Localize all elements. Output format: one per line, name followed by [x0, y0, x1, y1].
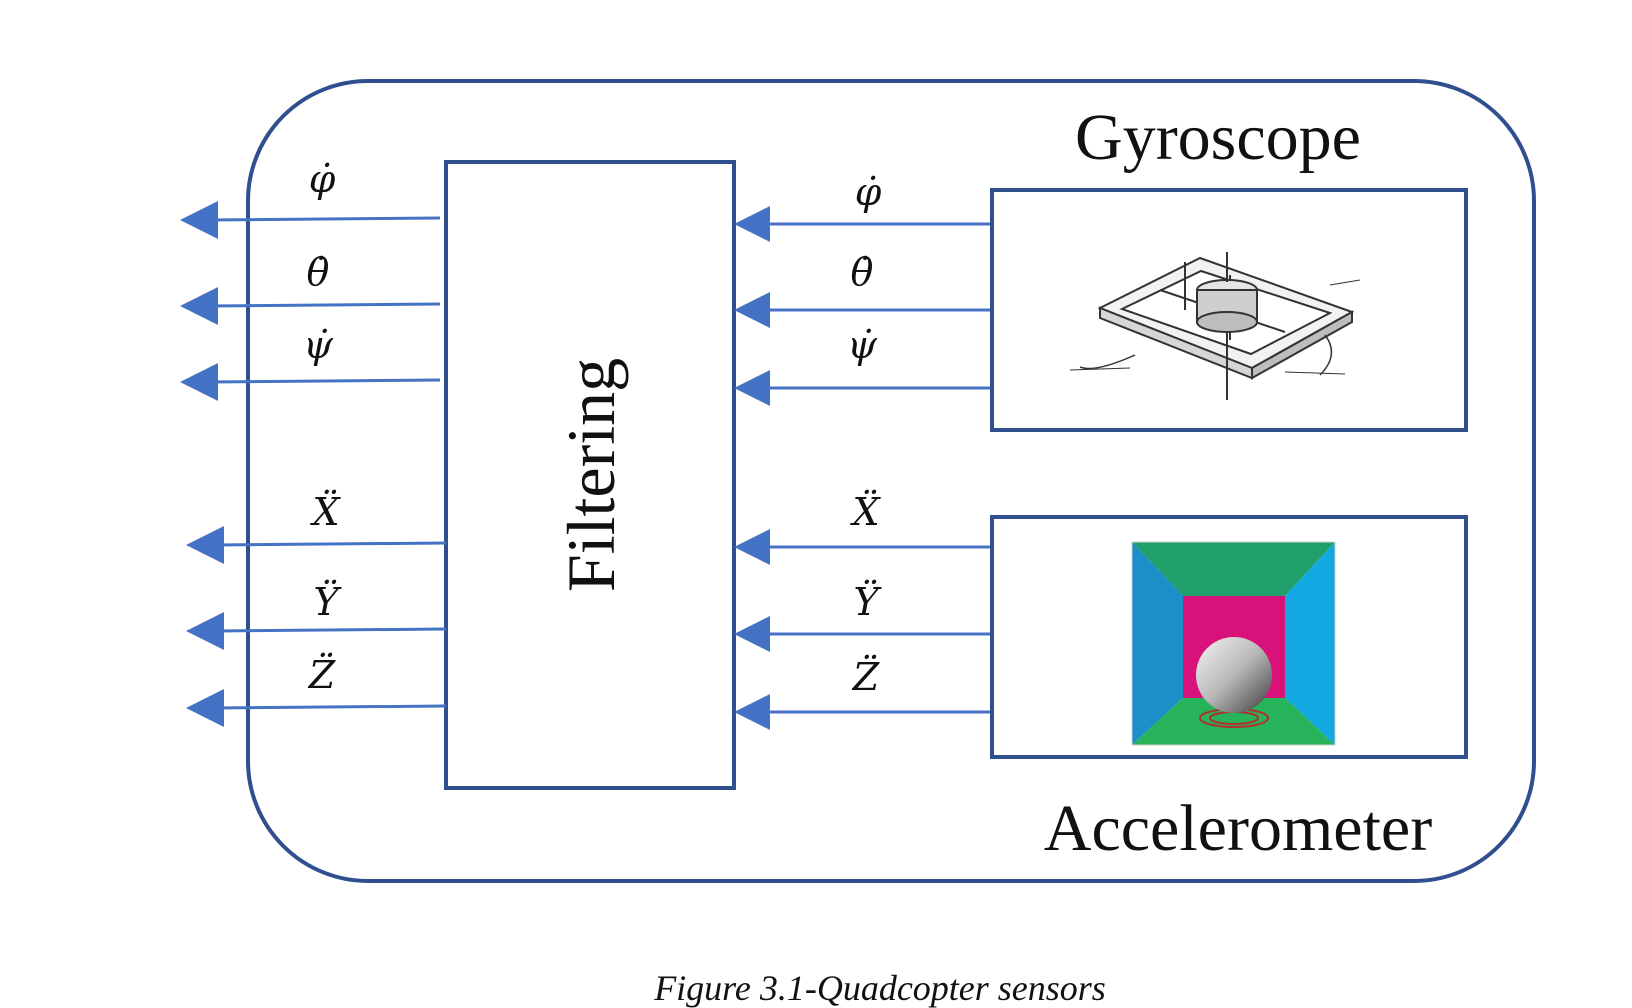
- input-arrowhead-x-ddot: [734, 529, 770, 565]
- output-symbol-phi-dot: φ̇: [309, 157, 336, 201]
- sensor-module-frame: [246, 79, 1536, 883]
- input-symbol-y-ddot: Ÿ: [853, 580, 882, 624]
- accelerometer-label: Accelerometer: [1044, 792, 1432, 865]
- output-arrowhead-x-ddot: [186, 526, 224, 564]
- figure-caption: Figure 3.1-Quadcopter sensors: [653, 968, 1106, 1008]
- input-symbol-psi-dot: ψ̇: [847, 323, 878, 367]
- output-arrowhead-y-ddot: [186, 612, 224, 650]
- output-arrow-psi-dot: [209, 378, 441, 384]
- output-symbol-z-ddot: Z̈: [308, 653, 336, 697]
- input-arrows: [734, 206, 990, 730]
- output-symbol-x-ddot: Ẍ: [309, 490, 341, 534]
- output-arrowhead-phi-dot: [180, 201, 218, 239]
- output-arrow-y-ddot: [215, 627, 447, 633]
- input-arrowhead-z-ddot: [734, 694, 770, 730]
- input-arrowhead-psi-dot: [734, 370, 770, 406]
- output-arrow-phi-dot: [209, 216, 441, 222]
- input-symbol-z-ddot: Z̈: [852, 655, 880, 699]
- output-arrowhead-theta-dot: [180, 287, 218, 325]
- gyroscope-label: Gyroscope: [1075, 101, 1361, 174]
- output-arrow-z-ddot: [215, 704, 447, 710]
- input-arrowhead-phi-dot: [734, 206, 770, 242]
- output-arrows: [180, 201, 447, 727]
- output-arrowhead-z-ddot: [186, 689, 224, 727]
- input-symbol-theta-dot: θ̇: [851, 250, 874, 294]
- input-symbol-x-ddot: Ẍ: [849, 490, 881, 534]
- output-arrowhead-psi-dot: [180, 363, 218, 401]
- accelerometer-illustration: [1131, 541, 1336, 746]
- input-arrowhead-theta-dot: [734, 292, 770, 328]
- gyroscope-illustration: [1069, 252, 1361, 400]
- output-arrow-x-ddot: [215, 541, 447, 547]
- output-symbol-psi-dot: ψ̇: [303, 323, 334, 367]
- output-symbol-theta-dot: θ̇: [307, 250, 330, 294]
- output-symbol-y-ddot: Ÿ: [313, 580, 342, 624]
- input-arrowhead-y-ddot: [734, 616, 770, 652]
- input-symbol-phi-dot: φ̇: [855, 170, 882, 214]
- filtering-block: [444, 160, 736, 790]
- output-arrow-theta-dot: [209, 302, 441, 308]
- filtering-label: Filtering: [553, 358, 629, 592]
